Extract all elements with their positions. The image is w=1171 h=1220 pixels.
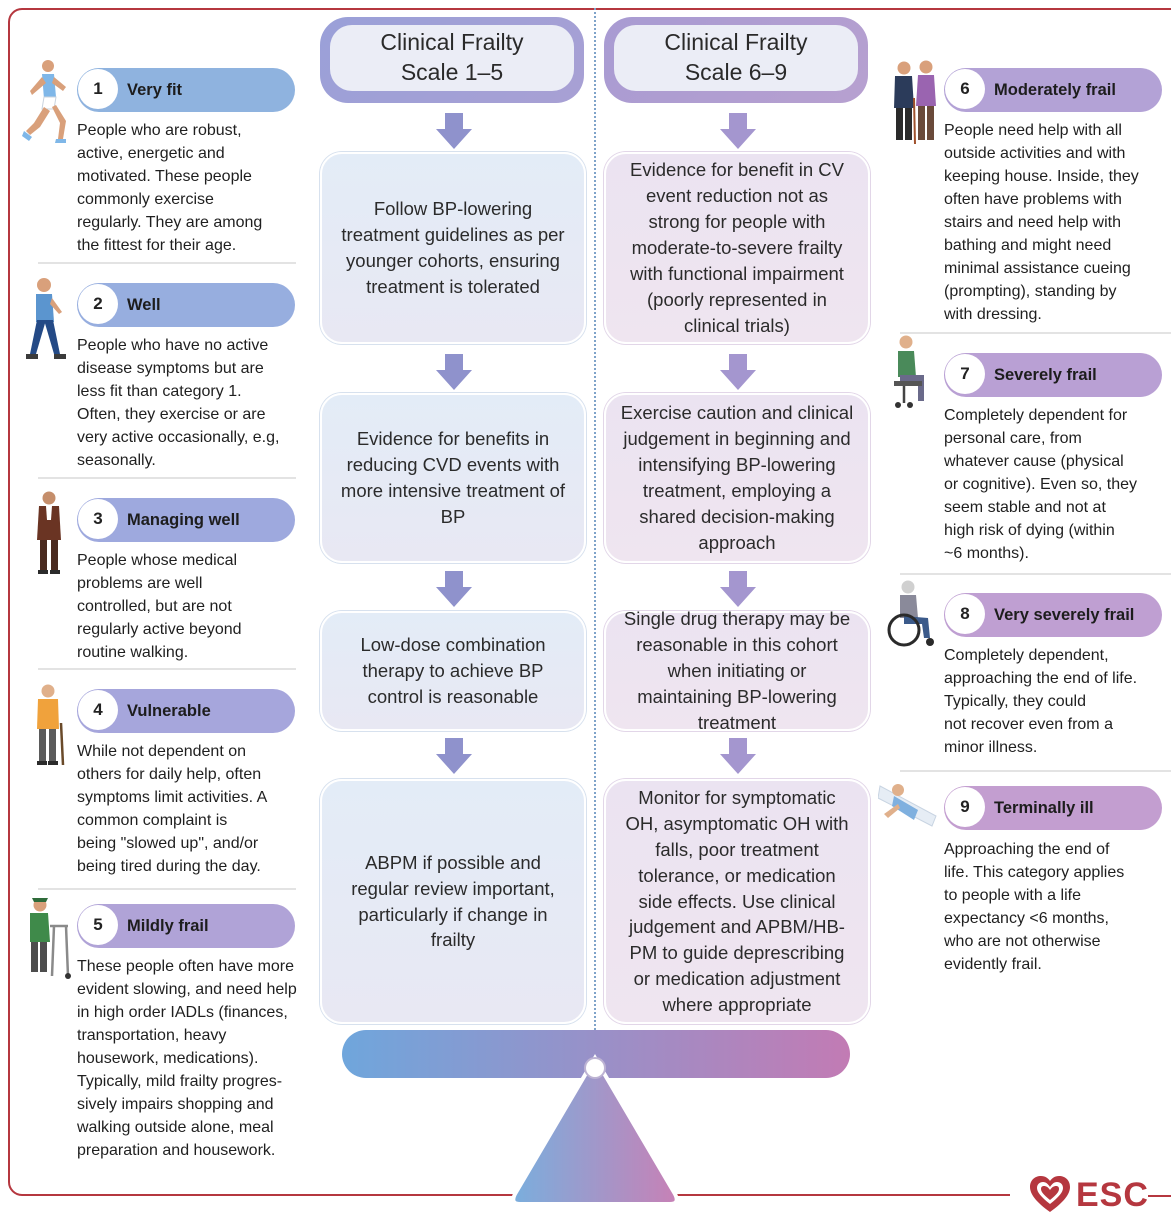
category-separator [900,573,1171,575]
man-with-cane-icon [37,684,65,766]
category-description-4: While not dependent on others for daily … [77,743,268,875]
category-number: 4 [78,690,118,730]
assisted-couple-icon [894,60,936,145]
category-pill-7: 7 Severely frail [944,353,1162,397]
down-arrow-icon [720,113,756,149]
wheelchair-icon [887,580,934,647]
category-number: 6 [945,69,985,109]
category-separator [38,477,296,479]
recommendation-box-left-3: Low-dose combination therapy to achieve … [320,611,586,731]
category-number: 9 [945,787,985,827]
category-description-2: People who have no active disease sympto… [77,337,280,469]
category-label: Moderately frail [994,80,1116,99]
header-scale-6-9: Clinical Frailty Scale 6–9 [604,17,868,103]
category-label: Well [127,295,161,314]
category-description-1: People who are robust, active, energetic… [77,122,263,254]
heart-icon [1030,1176,1070,1212]
esc-logo-text: ESC [1076,1176,1149,1214]
category-label: Terminally ill [994,798,1094,817]
category-separator [38,262,296,264]
balance-scale [342,1030,850,1206]
standing-man-icon [37,491,61,574]
esc-logo: ESC [1030,1176,1149,1214]
category-description-5: These people often have more evident slo… [77,958,297,1159]
recommendation-box-left-4: ABPM if possible and regular review impo… [320,779,586,1024]
category-pill-2: 2 Well [77,283,295,327]
down-arrow-icon [720,738,756,774]
header-scale-1-5: Clinical Frailty Scale 1–5 [320,17,584,103]
category-separator [38,668,296,670]
category-pill-3: 3 Managing well [77,498,295,542]
header-scale-1-5-title: Clinical Frailty Scale 1–5 [330,25,574,91]
down-arrow-icon [436,738,472,774]
category-pill-4: 4 Vulnerable [77,689,295,733]
category-description-8: Completely dependent, approaching the en… [944,647,1138,756]
category-description-6: People need help with all outside activi… [944,122,1139,323]
seated-person-icon [894,335,924,408]
category-number: 5 [78,905,118,945]
balance-beam [342,1030,850,1078]
center-divider [594,8,596,1038]
recommendation-box-right-4: Monitor for symptomatic OH, asymptomatic… [604,779,870,1024]
down-arrow-icon [436,354,472,390]
category-separator [38,888,296,890]
category-label: Mildly frail [127,916,209,935]
runner-icon [22,60,66,143]
down-arrow-icon [720,354,756,390]
category-label: Vulnerable [127,701,211,720]
category-number: 3 [78,499,118,539]
down-arrow-icon [436,113,472,149]
recommendation-box-right-1: Evidence for benefit in CV event reducti… [604,152,870,344]
bedridden-person-icon [878,784,937,827]
category-pill-6: 6 Moderately frail [944,68,1162,112]
category-pill-9: 9 Terminally ill [944,786,1162,830]
category-description-9: Approaching the end of life. This catego… [944,841,1125,973]
category-pill-8: 8 Very severely frail [944,593,1162,637]
recommendation-box-left-2: Evidence for benefits in reducing CVD ev… [320,393,586,563]
balance-fulcrum [511,1054,679,1206]
category-label: Managing well [127,510,240,529]
frame-tail [1148,1195,1171,1197]
category-number: 8 [945,594,985,634]
category-label: Severely frail [994,365,1097,384]
recommendation-box-right-2: Exercise caution and clinical judgement … [604,393,870,563]
down-arrow-icon [436,571,472,607]
balance-pivot [584,1057,606,1079]
recommendation-box-left-1: Follow BP-lowering treatment guidelines … [320,152,586,344]
category-pill-5: 5 Mildly frail [77,904,295,948]
category-pill-1: 1 Very fit [77,68,295,112]
down-arrow-icon [720,571,756,607]
category-number: 7 [945,354,985,394]
category-description-7: Completely dependent for personal care, … [944,407,1137,562]
walking-man-icon [26,278,66,359]
category-separator [900,770,1171,772]
man-with-walker-icon [30,898,71,979]
category-label: Very severely frail [994,605,1135,624]
header-scale-6-9-title: Clinical Frailty Scale 6–9 [614,25,858,91]
category-separator [900,332,1171,334]
category-number: 1 [78,69,118,109]
category-label: Very fit [127,80,183,99]
category-description-3: People whose medical problems are well c… [77,552,242,661]
recommendation-box-right-3: Single drug therapy may be reasonable in… [604,608,870,733]
category-number: 2 [78,284,118,324]
